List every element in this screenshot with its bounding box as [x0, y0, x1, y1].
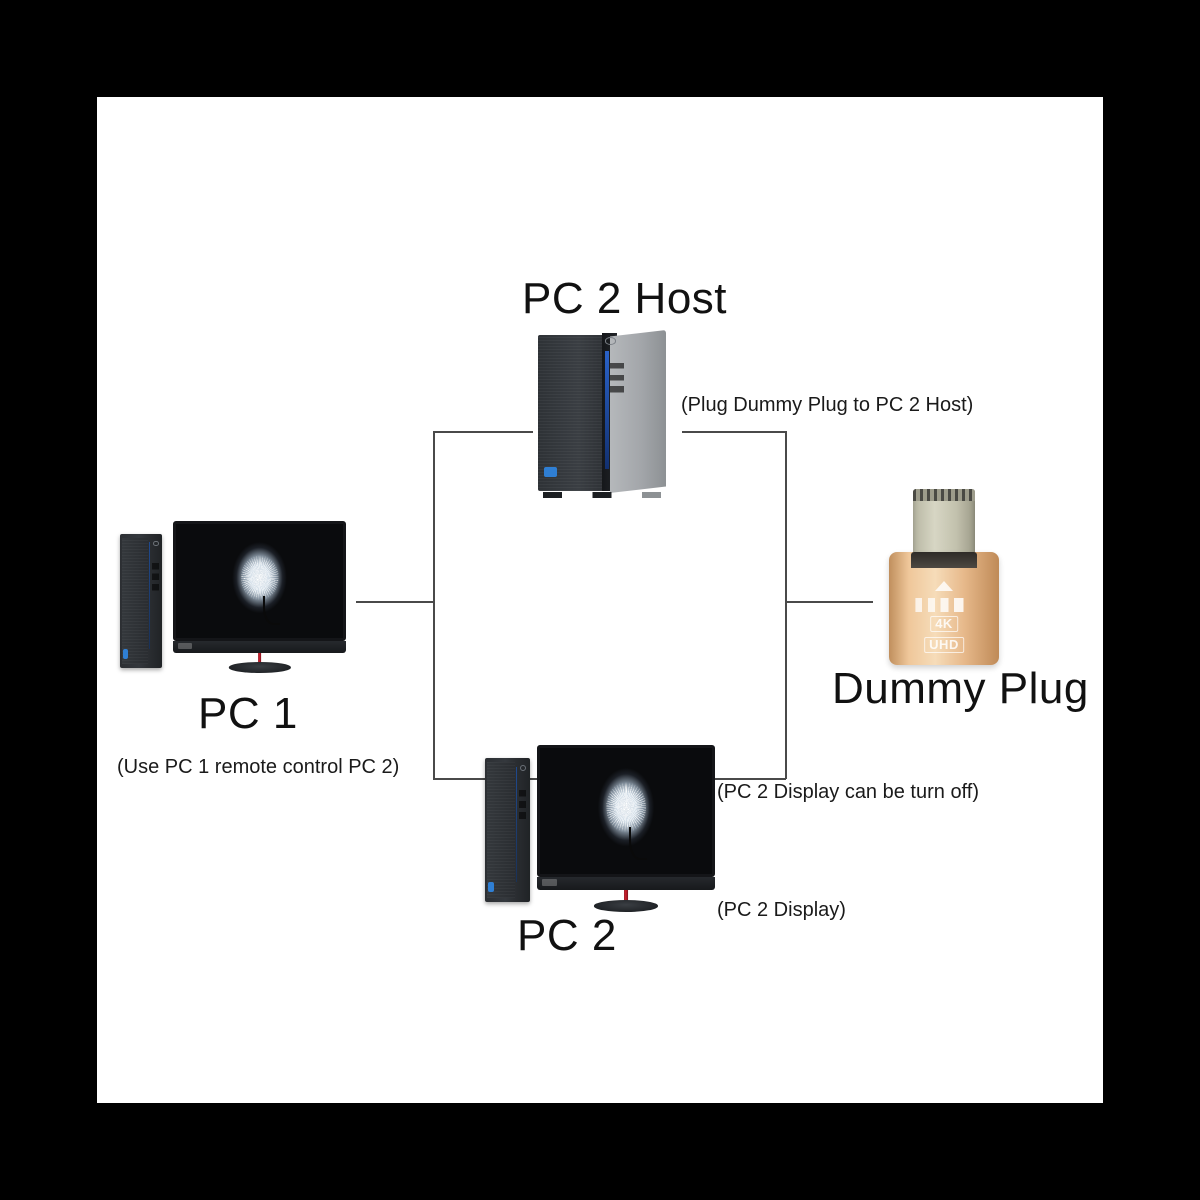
dummy-plug-uhd-badge: UHD	[924, 636, 964, 653]
pc2-wallpaper	[540, 748, 712, 874]
dummy-plug-title: Dummy Plug	[832, 664, 1089, 713]
pc2-monitor	[537, 745, 715, 912]
pc1-monitor-brandmark	[178, 643, 193, 650]
pc1-monitor	[173, 521, 346, 673]
note-pc2-display: (PC 2 Display)	[717, 899, 846, 921]
connector-dummyplug-stub	[785, 601, 873, 603]
host-brand-badge	[544, 466, 558, 477]
diagram-canvas: PC 2 Host (Plug Dummy Plug to PC 2 Host)	[97, 97, 1103, 1103]
dummy-plug-logo-icon	[915, 598, 973, 613]
host-blue-accent	[605, 351, 609, 469]
pc1-monitor-neck	[257, 653, 262, 664]
pc2-tower	[485, 758, 530, 902]
pc2-monitor-chin	[537, 877, 715, 891]
front-ports-icon	[609, 362, 624, 399]
power-button-icon[interactable]	[604, 337, 616, 345]
connector-top-left	[433, 431, 533, 433]
power-button-icon[interactable]	[152, 540, 159, 547]
pc1-tower-stripe	[148, 542, 150, 650]
note-pc2-display-off: (PC 2 Display can be turn off)	[717, 781, 979, 803]
pc2-monitor-brandmark	[542, 879, 557, 887]
connector-top-right	[682, 431, 785, 433]
connector-bottom-right	[709, 778, 786, 780]
pc2-screen	[537, 745, 715, 877]
pc2-host-title: PC 2 Host	[522, 274, 728, 323]
power-button-icon[interactable]	[520, 765, 527, 772]
host-side-panel	[609, 330, 666, 493]
pc1-brand-badge	[122, 649, 129, 659]
pc1-wallpaper-burst	[240, 554, 279, 601]
pc1-monitor-base	[228, 662, 291, 673]
pc1-wallpaper-cable	[262, 595, 280, 626]
connector-pc1-stub	[356, 601, 435, 603]
pc1-screen	[173, 521, 346, 641]
connector-right-vertical	[785, 431, 787, 779]
pc2-tower-mesh	[486, 762, 515, 898]
host-front-panel	[538, 334, 611, 492]
pc2-monitor-neck	[624, 890, 628, 902]
pc2-wallpaper-cable	[629, 827, 647, 860]
note-plug-dummy-to-host: (Plug Dummy Plug to PC 2 Host)	[681, 394, 974, 416]
connector-left-vertical	[433, 431, 435, 779]
pc1-tower-mesh	[121, 538, 148, 664]
pc2-tower-stripe	[515, 766, 517, 882]
dummy-plug-contacts	[913, 489, 975, 502]
dummy-plug-slot	[911, 552, 977, 569]
host-feet	[543, 492, 661, 498]
pc1-title: PC 1	[198, 689, 298, 738]
pc1-monitor-chin	[173, 641, 346, 653]
dummy-plug-4k-badge: 4K	[930, 615, 958, 632]
front-ports-icon	[519, 789, 527, 828]
pc1-tower	[120, 534, 162, 668]
dummy-plug-graphic: 4K UHD	[889, 489, 999, 665]
front-ports-icon	[151, 563, 159, 599]
pc2-wallpaper-burst	[606, 782, 646, 833]
note-pc1-remote-control: (Use PC 1 remote control PC 2)	[117, 756, 400, 778]
dummy-plug-triangle-icon	[935, 580, 953, 591]
pc2-host-tower	[538, 330, 666, 498]
pc2-title: PC 2	[517, 911, 617, 960]
pc2-monitor-base	[593, 900, 659, 912]
pc2-brand-badge	[488, 881, 494, 892]
